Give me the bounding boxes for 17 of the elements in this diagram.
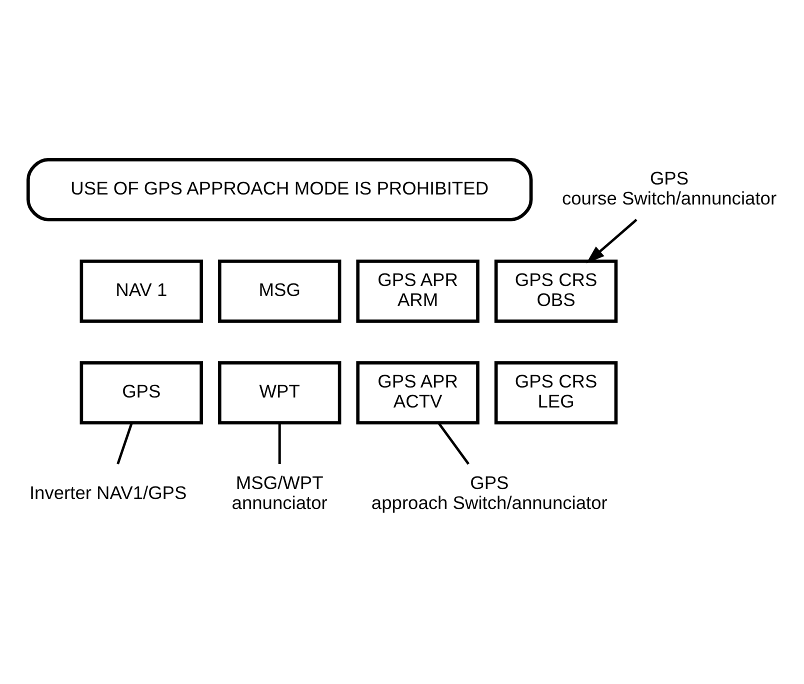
node-box: MSG	[218, 260, 342, 323]
connector	[116, 422, 133, 464]
node-text: GPS course Switch/annunciator	[562, 167, 777, 208]
connector	[278, 422, 281, 464]
node-box: GPS CRS LEG	[494, 361, 618, 424]
node-box: WPT	[218, 361, 342, 424]
node-box: NAV 1	[80, 260, 203, 323]
arrow	[586, 218, 638, 264]
node-text: Inverter NAV1/GPS	[29, 482, 187, 504]
node-box: GPS APR ARM	[356, 260, 480, 323]
connector	[438, 422, 470, 465]
node-box: GPS APR ACTV	[356, 361, 480, 424]
node-box: GPS	[80, 361, 203, 424]
node-box: GPS CRS OBS	[494, 260, 618, 323]
node-text: MSG/WPT annunciator	[232, 472, 328, 514]
node-text: GPS approach Switch/annunciator	[371, 472, 608, 514]
node-box: USE OF GPS APPROACH MODE IS PROHIBITED	[26, 158, 533, 222]
